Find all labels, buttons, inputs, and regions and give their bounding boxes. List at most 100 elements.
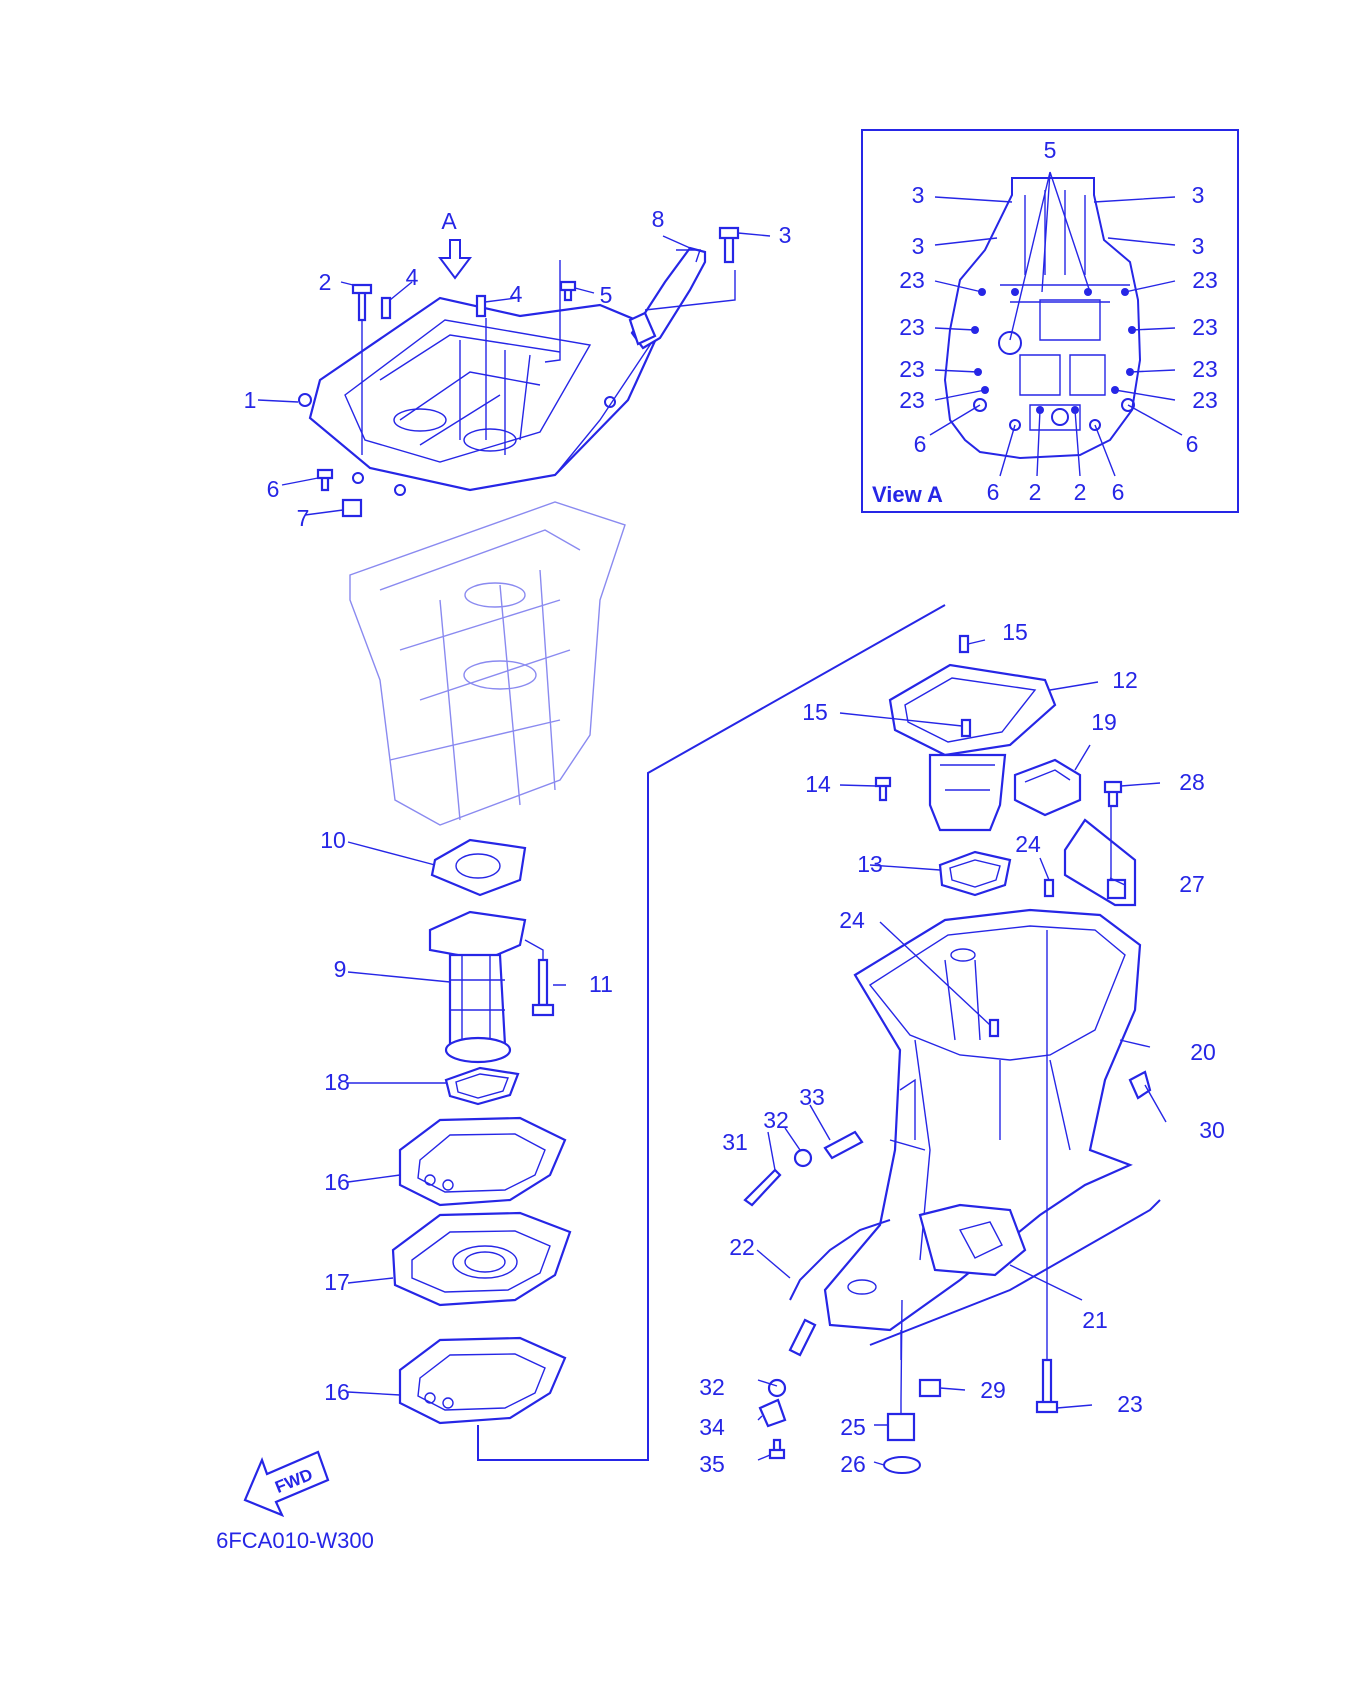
seal-13 — [938, 850, 1012, 897]
view-a-frame — [861, 129, 1239, 513]
view-a-title: View A — [872, 482, 943, 507]
cover-27 — [1063, 818, 1137, 907]
callout-35: 35 — [699, 1451, 725, 1477]
view-a-drawing — [943, 177, 1142, 460]
bolt-35 — [768, 1438, 786, 1460]
callout-17: 17 — [324, 1269, 350, 1295]
engine-reference-ghost — [349, 501, 626, 826]
pin-24-lower — [988, 1018, 1000, 1038]
view-a-callout-23-right-4: 23 — [1192, 387, 1218, 413]
upper-case-assembly — [298, 296, 662, 496]
damper-19 — [1013, 758, 1082, 817]
pin-4-right — [475, 294, 487, 318]
view-a-callout-6-bottom-left: 6 — [987, 479, 1000, 505]
view-a-callout-3-mid-right: 3 — [1192, 233, 1205, 259]
pin-4-left — [380, 296, 392, 320]
callout-15-lower: 15 — [802, 699, 828, 725]
view-a-callout-23-left-1: 23 — [899, 267, 925, 293]
callout-9: 9 — [334, 956, 347, 982]
elbow-34 — [758, 1398, 787, 1428]
callout-23: 23 — [1117, 1391, 1143, 1417]
nut-29 — [918, 1378, 942, 1398]
left-callout-leaders — [347, 841, 566, 1396]
bushing-25 — [886, 1412, 916, 1442]
screw-5 — [559, 280, 577, 302]
mount-housing-12 — [888, 663, 1057, 832]
tube-upper — [788, 1318, 817, 1357]
callout-26: 26 — [840, 1451, 866, 1477]
bolt-14 — [874, 776, 892, 802]
view-a-inset: 5 3 3 3 3 23 23 23 23 23 23 23 23 6 6 6 … — [861, 129, 1239, 513]
callout-4-right: 4 — [510, 281, 523, 307]
seal-18 — [444, 1066, 520, 1106]
nut-7 — [341, 498, 363, 518]
ring-32-lower — [767, 1378, 787, 1398]
callout-31: 31 — [722, 1129, 748, 1155]
callout-15-top: 15 — [1002, 619, 1028, 645]
bolt-11 — [524, 939, 555, 1017]
upper-casing-20 — [823, 908, 1142, 1332]
callout-5: 5 — [600, 282, 613, 308]
callout-21: 21 — [1082, 1307, 1108, 1333]
top-callouts — [257, 232, 771, 516]
callout-6: 6 — [267, 476, 280, 502]
bolt-6 — [316, 468, 334, 492]
fasteners-top — [316, 226, 740, 518]
callout-11: 11 — [589, 971, 613, 997]
view-a-callout-23-left-2: 23 — [899, 314, 925, 340]
callout-1: 1 — [244, 387, 257, 413]
hose-22 — [789, 1219, 891, 1301]
callout-14: 14 — [805, 771, 831, 797]
callout-12: 12 — [1112, 667, 1138, 693]
callout-3: 3 — [779, 222, 792, 248]
drawing-code: 6FCA010-W300 — [216, 1528, 374, 1553]
callout-24-lower: 24 — [839, 907, 865, 933]
callout-10: 10 — [320, 827, 346, 853]
callout-32-upper: 32 — [763, 1107, 789, 1133]
bolt-2 — [351, 283, 373, 322]
pin-24-upper — [1043, 878, 1055, 898]
callout-32-lower: 32 — [699, 1374, 725, 1400]
callout-29: 29 — [980, 1377, 1006, 1403]
view-a-callout-6-bottom-right: 6 — [1112, 479, 1125, 505]
gasket-10 — [430, 838, 527, 897]
right-callout-leaders — [756, 639, 1167, 1466]
pin-15-lower — [960, 718, 972, 738]
pipe-33 — [823, 1130, 864, 1160]
assembly-boundary-line — [477, 604, 946, 1461]
bolt-23 — [1035, 1358, 1059, 1414]
sensor-31 — [743, 1168, 782, 1207]
view-a-callout-6-right: 6 — [1186, 431, 1199, 457]
callout-20: 20 — [1190, 1039, 1216, 1065]
pin-15-top — [958, 634, 970, 654]
callout-24-upper: 24 — [1015, 831, 1041, 857]
view-a-callout-6-left: 6 — [914, 431, 927, 457]
gasket-16-upper — [398, 1116, 567, 1207]
exhaust-guide-9 — [428, 910, 527, 1064]
view-a-arrow — [438, 239, 472, 280]
view-a-leaders — [929, 171, 1183, 477]
view-a-callout-2-right: 2 — [1074, 479, 1087, 505]
callout-7: 7 — [297, 505, 310, 531]
view-a-callout-23-left-3: 23 — [899, 356, 925, 382]
callout-19: 19 — [1091, 709, 1117, 735]
callout-34: 34 — [699, 1414, 725, 1440]
view-a-callout-3-top-right: 3 — [1192, 182, 1205, 208]
clip-26 — [883, 1456, 921, 1474]
callout-8: 8 — [652, 206, 665, 232]
callout-13: 13 — [857, 851, 883, 877]
gasket-16-lower — [398, 1336, 567, 1425]
callout-25: 25 — [840, 1414, 866, 1440]
bolt-3 — [718, 226, 740, 264]
view-a-callout-3-mid-left: 3 — [912, 233, 925, 259]
view-a-callout-23-right-2: 23 — [1192, 314, 1218, 340]
callout-28: 28 — [1179, 769, 1205, 795]
callout-30: 30 — [1199, 1117, 1225, 1143]
view-a-callout-23-right-3: 23 — [1192, 356, 1218, 382]
callout-2: 2 — [319, 269, 332, 295]
view-a-callout-23-left-4: 23 — [899, 387, 925, 413]
bolt-28 — [1103, 780, 1123, 808]
callout-16-upper: 16 — [324, 1169, 350, 1195]
callout-22: 22 — [729, 1234, 755, 1260]
